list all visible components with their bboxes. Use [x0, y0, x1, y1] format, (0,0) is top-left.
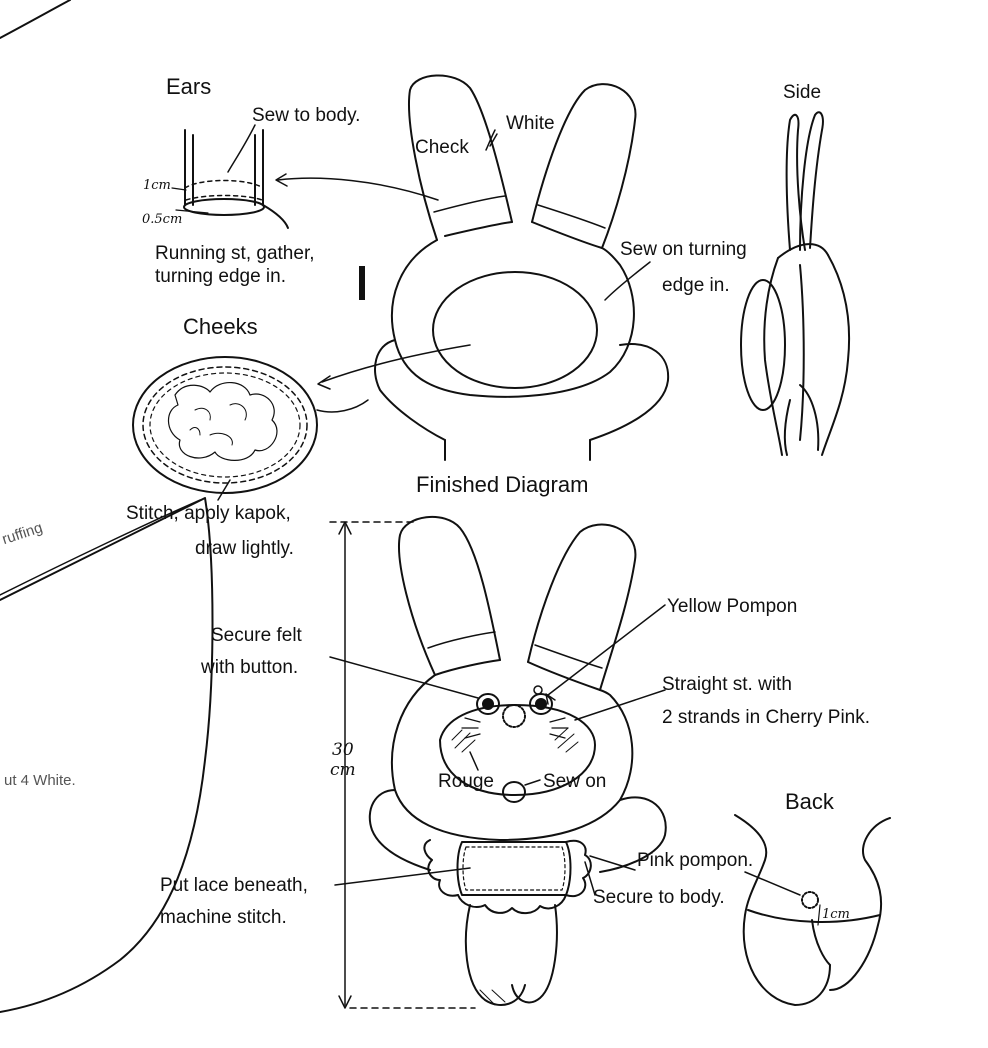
label-running-stitch-2: turning edge in.: [155, 266, 286, 287]
label-straight-stitch-2: 2 strands in Cherry Pink.: [662, 707, 871, 728]
label-height-unit: cm: [330, 760, 356, 780]
pattern-edge-top: [0, 0, 71, 39]
label-running-stitch-1: Running st, gather,: [155, 243, 315, 264]
label-sew-to-body: Sew to body.: [252, 105, 361, 126]
pattern-piece-left-inner: [0, 499, 201, 596]
label-secure-felt-2: with button.: [201, 657, 299, 678]
heading-cheeks: Cheeks: [183, 314, 258, 339]
label-white: White: [506, 113, 555, 134]
label-check: Check: [415, 137, 469, 158]
ears-detail: [171, 124, 439, 229]
side-view: [740, 111, 851, 456]
bunny-head-diagram: [317, 74, 670, 461]
label-secure-to-body: Secure to body.: [593, 887, 725, 908]
heading-back: Back: [785, 789, 834, 814]
heading-ears: Ears: [166, 74, 212, 99]
pattern-piece-left: [0, 497, 214, 1013]
label-sew-on: Sew on: [543, 771, 607, 792]
label-pink-pompon: Pink pompon.: [637, 850, 754, 871]
label-yellow-pompon: Yellow Pompon: [667, 596, 798, 617]
label-sew-on-turning-1: Sew on turning: [620, 239, 747, 260]
label-lace-1: Put lace beneath,: [160, 875, 308, 896]
label-back-1cm: 1cm: [822, 907, 850, 922]
height-dimension: [329, 521, 476, 1009]
label-sew-on-turning-2: edge in.: [662, 275, 730, 296]
label-rouge: Rouge: [438, 771, 494, 792]
label-ears-05cm: 0.5cm: [142, 212, 183, 227]
cheek-piece: [132, 356, 369, 501]
label-straight-stitch-1: Straight st. with: [662, 674, 792, 695]
finished-bunny: [329, 515, 667, 1006]
label-ears-1cm: 1cm: [143, 178, 171, 193]
label-height-value: 30: [332, 740, 354, 760]
heading-finished-diagram: Finished Diagram: [416, 472, 589, 497]
label-stitch-kapok-1: Stitch, apply kapok,: [126, 503, 291, 524]
label-secure-felt-1: Secure felt: [211, 625, 302, 646]
label-cut-white-partial: ut 4 White.: [4, 772, 76, 789]
back-view: [734, 814, 891, 1006]
label-lace-2: machine stitch.: [160, 907, 287, 928]
heading-side: Side: [783, 82, 822, 103]
bar-mark: [359, 266, 365, 300]
label-stitch-kapok-2: draw lightly.: [195, 538, 294, 559]
